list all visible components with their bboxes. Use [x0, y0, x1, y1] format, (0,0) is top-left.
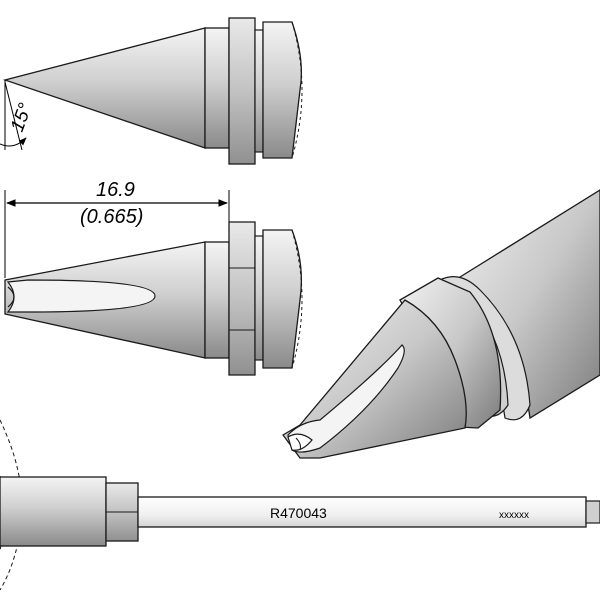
- shaft-code: xxxxxx: [499, 510, 529, 521]
- angle-label: 15°: [7, 100, 37, 135]
- chisel-tip-3d: [287, 433, 313, 451]
- shaft-handle: [0, 476, 107, 547]
- dimension-group: 16.9 (0.665): [4, 179, 230, 278]
- tip-hex-collar: [228, 221, 256, 376]
- tip-3d-view: [282, 189, 600, 459]
- dim-metric-label: 16.9: [96, 179, 135, 201]
- chisel-tip-notch: [295, 437, 301, 451]
- tip-groove-top: [254, 235, 264, 361]
- tip-side-view: 15°: [0, 17, 303, 165]
- tip-flange: [262, 21, 302, 159]
- shaft-part-number: R470043: [270, 505, 327, 521]
- tip-top-view: [4, 221, 303, 376]
- chisel-face-3d: [287, 344, 405, 453]
- tip-flange-top: [262, 229, 302, 369]
- chisel-face: [6, 279, 156, 313]
- tip-body-top: [204, 241, 230, 359]
- tip-groove: [254, 29, 264, 153]
- dim-imperial-label: (0.665): [80, 206, 143, 228]
- flange-cut-line: [291, 21, 303, 159]
- tip-shaft-view: R470043 xxxxxx: [0, 419, 600, 591]
- shaft-end: [585, 500, 600, 524]
- angle-arc: [0, 137, 27, 147]
- chisel-notch: [7, 286, 15, 308]
- tip-body: [204, 27, 230, 149]
- tip-cone: [2, 27, 206, 149]
- tip-collar: [228, 17, 256, 165]
